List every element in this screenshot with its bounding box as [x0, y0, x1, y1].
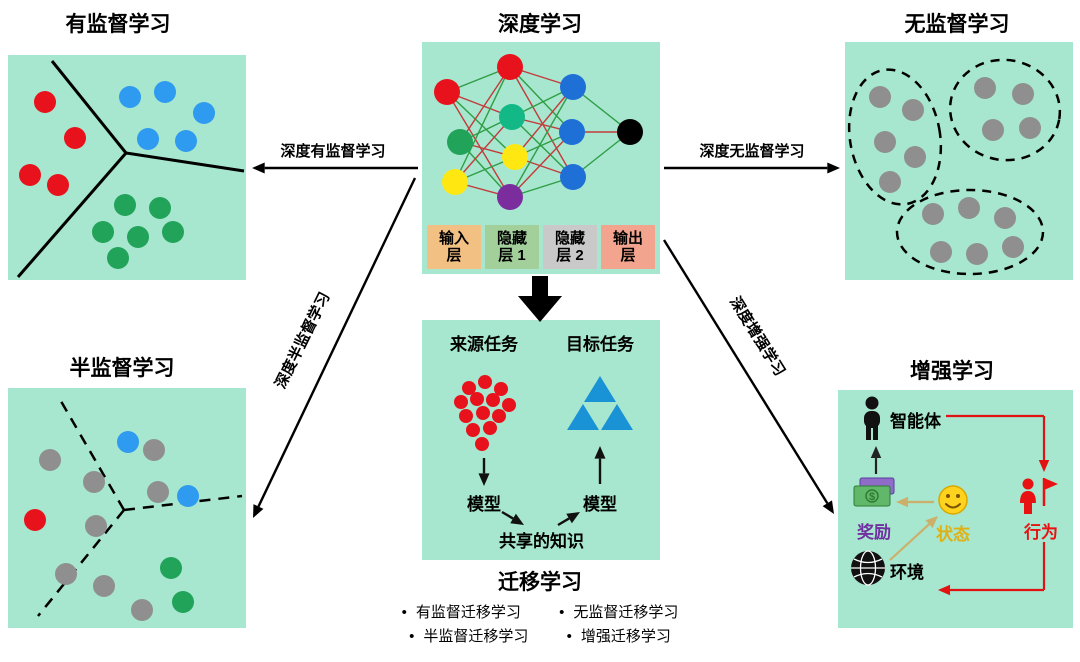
svg-text:$: $	[869, 491, 875, 503]
model-right-label: 模型	[583, 495, 617, 514]
network-layer-labels: 输入层 隐藏层 1 隐藏层 2 输出层	[427, 225, 655, 269]
title-reinforcement: 增强学习	[910, 360, 994, 383]
panel-semi-supervised	[8, 388, 246, 628]
environment-label: 环境	[890, 563, 924, 582]
reward-label: 奖励	[857, 523, 891, 542]
layer-label-hidden2: 隐藏层 2	[543, 225, 597, 269]
title-unsupervised: 无监督学习	[904, 13, 1010, 36]
reinforcement-graphic: $	[851, 396, 1058, 596]
title-deep-learning: 深度学习	[498, 13, 582, 36]
layer-label-line: 隐藏	[496, 229, 527, 247]
unsupervised-clusters-graphic	[847, 58, 1062, 276]
deep-semi-supervised-arrow-label: 深度半监督学习	[272, 289, 334, 392]
layer-label-line: 层	[620, 247, 636, 264]
layer-label-line: 层 1	[498, 247, 526, 264]
panel-transfer: 来源任务 目标任务 模型 模型 共享的知识	[422, 320, 660, 560]
layer-label-line: 层 2	[556, 247, 584, 264]
deep-reinforcement-arrow-label: 深度增强学习	[726, 293, 789, 380]
transfer-type-item: 半监督迁移学习	[409, 628, 528, 645]
transfer-type-item: 有监督迁移学习	[402, 604, 521, 621]
layer-label-line: 隐藏	[554, 229, 585, 247]
state-smiley-icon	[938, 485, 968, 515]
panel-reinforcement: $ 智能体 奖励 状态 行	[838, 390, 1073, 628]
panel-unsupervised	[845, 42, 1073, 280]
semi-supervised-clusters-graphic	[24, 395, 243, 621]
layer-label-hidden1: 隐藏层 1	[485, 225, 539, 269]
transfer-types-row-1: 有监督迁移学习 无监督迁移学习	[402, 601, 679, 622]
transfer-types-row-2: 半监督迁移学习 增强迁移学习	[409, 625, 671, 646]
state-label: 状态	[936, 525, 970, 544]
layer-label-line: 输出	[612, 229, 643, 247]
deep-supervised-arrow-label: 深度有监督学习	[280, 143, 386, 160]
layer-label-output: 输出层	[601, 225, 655, 269]
environment-globe-icon	[851, 550, 885, 586]
panel-deep-learning: 输入层 隐藏层 1 隐藏层 2 输出层	[422, 42, 660, 274]
action-icon	[1020, 478, 1058, 514]
transfer-type-item: 增强迁移学习	[567, 628, 671, 645]
reward-money-icon: $	[853, 477, 895, 507]
title-semi-supervised: 半监督学习	[69, 357, 175, 380]
shared-knowledge-label: 共享的知识	[499, 532, 584, 551]
transfer-learning-graphic	[454, 375, 633, 527]
layer-label-line: 层	[446, 247, 462, 264]
source-task-label: 来源任务	[450, 335, 518, 354]
title-transfer: 迁移学习	[498, 571, 582, 594]
target-task-label: 目标任务	[566, 335, 634, 354]
agent-icon	[864, 396, 880, 440]
model-left-label: 模型	[467, 495, 501, 514]
title-supervised: 有监督学习	[65, 13, 171, 36]
action-label: 行为	[1024, 523, 1058, 542]
transfer-type-item: 无监督迁移学习	[559, 604, 678, 621]
supervised-clusters-graphic	[16, 60, 245, 278]
agent-label: 智能体	[890, 412, 941, 431]
layer-label-line: 输入	[438, 229, 469, 247]
neural-network-graphic	[434, 54, 643, 210]
panel-supervised	[8, 55, 246, 280]
deep-unsupervised-arrow-label: 深度无监督学习	[699, 143, 805, 160]
layer-label-input: 输入层	[427, 225, 481, 269]
